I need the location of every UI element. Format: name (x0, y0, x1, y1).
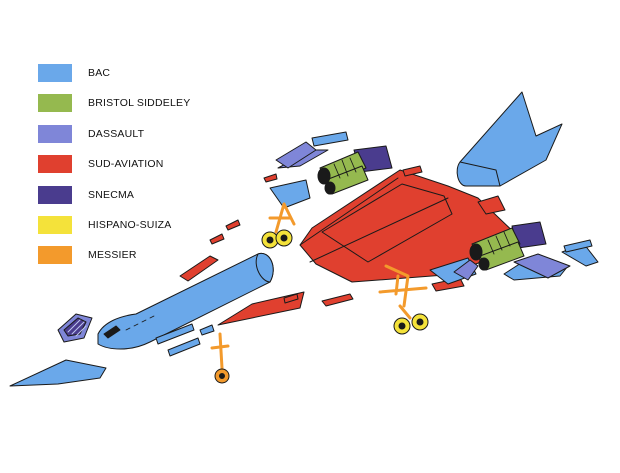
legend-item-messier: MESSIER (38, 246, 218, 265)
legend-item-dassault: DASSAULT (38, 124, 218, 143)
part-rear-cone (453, 259, 479, 281)
part-fairing-strip-2 (167, 337, 201, 357)
part-center-wing-upper-face (321, 183, 453, 263)
part-dash-5 (209, 233, 225, 245)
engine-group-upper (317, 145, 393, 195)
gear-left-main-strut (268, 202, 296, 234)
gear-nose-hub (219, 373, 225, 379)
legend-item-bristol-siddeley: BRISTOL SIDDELEY (38, 94, 218, 113)
legend-label-hispano-suiza: HISPANO-SUIZA (88, 218, 172, 231)
engine-lower-ribs (487, 231, 511, 255)
legend-item-bac: BAC (38, 64, 218, 82)
cockpit-windows (103, 315, 155, 339)
part-fuselage-forward (97, 252, 274, 350)
legend-label-sud-aviation: SUD-AVIATION (88, 158, 164, 171)
legend-item-hispano-suiza: HISPANO-SUIZA (38, 215, 218, 234)
part-door-small (311, 131, 349, 147)
legend-item-sud-aviation: SUD-AVIATION (38, 155, 218, 174)
part-dash-1 (402, 165, 423, 177)
legend-label-snecma: SNECMA (88, 188, 135, 201)
window-row (125, 315, 155, 331)
legend-swatch-bristol-siddeley (38, 94, 72, 113)
landing-gear-left-main (261, 202, 296, 249)
gear-right-main-strut (378, 264, 428, 320)
part-aft-tab (477, 195, 506, 215)
legend: BAC BRISTOL SIDDELEY DASSAULT SUD-AVIATI… (38, 64, 218, 277)
legend-label-bac: BAC (88, 67, 111, 79)
gear-right-main-hub-1 (398, 322, 406, 330)
part-wing-tip-left (321, 293, 354, 307)
part-wing-leading-root (217, 291, 305, 326)
part-center-wing-ridge (299, 177, 449, 263)
legend-swatch-messier (38, 246, 72, 265)
legend-swatch-snecma (38, 185, 72, 204)
engine-lower-intake-1 (469, 243, 483, 261)
gear-left-main-hub-1 (266, 236, 274, 244)
engine-upper-intake-2 (324, 181, 336, 195)
legend-swatch-hispano-suiza (38, 215, 72, 234)
legend-swatch-bac (38, 64, 72, 82)
part-outer-panel-left (275, 141, 317, 169)
engine-upper-intake-1 (317, 167, 331, 185)
part-group-bac (9, 91, 599, 387)
engine-lower-intake-2 (478, 257, 490, 271)
part-dash-6 (283, 293, 299, 304)
gear-left-main-hub-2 (280, 234, 288, 242)
engine-group-lower (469, 221, 547, 271)
part-wing-strip-left (179, 255, 219, 282)
visor-lines (67, 319, 87, 337)
part-fuselage-end-ring (255, 252, 274, 283)
part-nose-droop (9, 359, 107, 387)
legend-label-messier: MESSIER (88, 249, 137, 262)
part-fin-base (456, 161, 501, 187)
windshield (103, 325, 121, 339)
part-fairing-strip-1 (155, 323, 195, 345)
part-group-dassault (275, 141, 571, 281)
part-visor (57, 313, 93, 343)
legend-swatch-sud-aviation (38, 155, 72, 174)
part-outer-panel-right (513, 253, 571, 279)
legend-label-bristol-siddeley: BRISTOL SIDDELEY (88, 97, 191, 110)
part-dash-4 (225, 219, 241, 231)
legend-swatch-dassault (38, 124, 72, 143)
landing-gear-nose (210, 332, 230, 384)
gear-nose-strut (210, 332, 230, 370)
landing-gear-right-main (378, 264, 429, 335)
part-nacelle-panel-left (269, 179, 311, 209)
part-dash-3 (263, 173, 278, 183)
part-fairing-strip-3 (199, 324, 215, 336)
gear-right-main-hub-2 (416, 318, 424, 326)
part-side-panel (563, 239, 593, 253)
engine-upper-ribs (333, 157, 357, 179)
legend-item-snecma: SNECMA (38, 185, 218, 204)
legend-label-dassault: DASSAULT (88, 127, 145, 140)
